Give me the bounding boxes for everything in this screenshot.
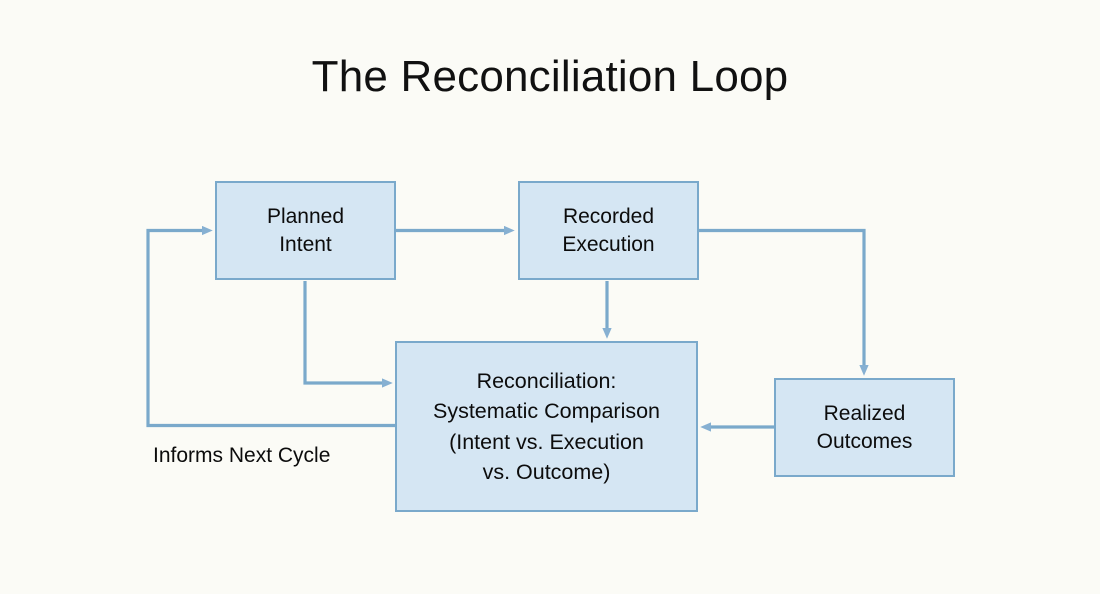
node-realized-outcomes-label: Realized Outcomes (816, 401, 913, 453)
node-realized-outcomes[interactable]: Realized Outcomes (774, 378, 955, 477)
edge-planned-to-reconciliation (303, 281, 383, 383)
edge-recorded-to-realized (699, 228, 864, 367)
node-reconciliation[interactable]: Reconciliation: Systematic Comparison (I… (395, 341, 698, 512)
node-recorded-execution-label: Recorded Execution (562, 204, 655, 256)
node-planned-intent[interactable]: Planned Intent (215, 181, 396, 280)
page-title: The Reconciliation Loop (311, 52, 789, 101)
node-reconciliation-label: Reconciliation: Systematic Comparison (I… (432, 369, 661, 484)
edge-reconciliation-to-planned (146, 231, 395, 428)
edge-label-informs-next-cycle: Informs Next Cycle (153, 444, 331, 467)
node-planned-intent-label: Planned Intent (266, 204, 345, 256)
node-recorded-execution[interactable]: Recorded Execution (518, 181, 699, 280)
